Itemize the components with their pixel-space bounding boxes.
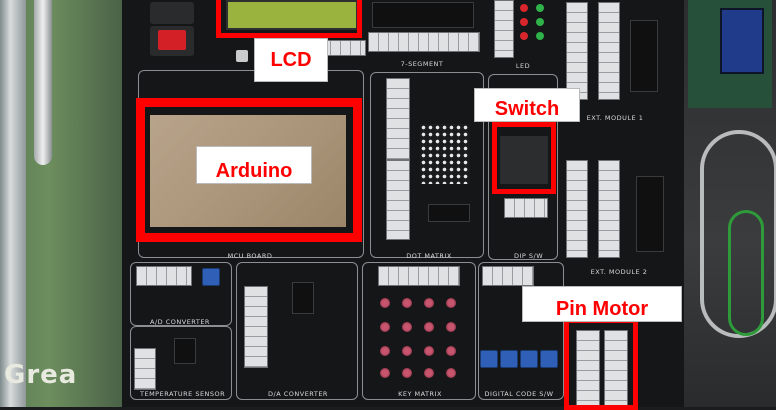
- digital-code-switch-4: [540, 350, 558, 368]
- dot-matrix-ic: [428, 204, 470, 222]
- pin-motor-highlight-box: [564, 318, 638, 410]
- switch-highlight-box: [492, 122, 556, 194]
- power-socket: [150, 2, 194, 24]
- key-matrix-panel: [362, 262, 476, 400]
- led-label: LED: [515, 62, 531, 70]
- arduino-highlight-box: [136, 98, 362, 242]
- key-button: [424, 346, 434, 356]
- digital-code-switch-3: [520, 350, 538, 368]
- ad-converter-label: A/D CONVERTER: [150, 318, 210, 326]
- dot-matrix-panel: [370, 72, 484, 258]
- ext-module-2-connector: [636, 176, 664, 252]
- key-button: [402, 368, 412, 378]
- key-matrix-terminal: [378, 266, 460, 286]
- dip-switch-block: [500, 136, 548, 184]
- digital-code-switch-terminal: [482, 266, 534, 286]
- key-button: [446, 298, 456, 308]
- da-converter-panel: [236, 262, 358, 400]
- ext-module-2-terminal-b: [598, 160, 620, 258]
- temperature-sensor-terminal: [134, 348, 156, 390]
- pin-motor-label: Pin Motor: [522, 286, 682, 322]
- led-green-3: [536, 32, 544, 40]
- case-edge: [0, 0, 26, 407]
- external-lcd-screen: [720, 8, 764, 74]
- key-button: [380, 368, 390, 378]
- case-handle: [34, 0, 52, 165]
- mcu-board-label: MCU BOARD: [227, 252, 273, 260]
- key-button: [446, 322, 456, 332]
- led-red-3: [520, 32, 528, 40]
- cable-bundle: [700, 130, 776, 338]
- switch-label: Switch: [474, 88, 580, 122]
- da-converter-ic: [292, 282, 314, 314]
- led-green-2: [536, 18, 544, 26]
- power-switch: [158, 30, 186, 50]
- dot-matrix-terminal-top: [386, 78, 410, 160]
- ad-converter-terminal: [136, 266, 192, 286]
- key-button: [446, 346, 456, 356]
- temperature-sensor-panel: [130, 326, 232, 400]
- key-button: [402, 298, 412, 308]
- key-matrix-label: KEY MATRIX: [398, 390, 442, 398]
- key-button: [402, 322, 412, 332]
- led-red-2: [520, 18, 528, 26]
- led-terminal: [494, 0, 514, 58]
- key-button: [380, 298, 390, 308]
- reset-button: [236, 50, 248, 62]
- lcd-screen: [226, 0, 358, 30]
- led-red-1: [520, 4, 528, 12]
- digital-code-switch-panel: [478, 262, 564, 400]
- ad-converter-panel: [130, 262, 232, 326]
- green-cable: [728, 210, 764, 336]
- seven-segment-label: 7-SEGMENT: [400, 60, 444, 68]
- dip-switch-label: DIP S/W: [514, 252, 544, 260]
- dip-switch-panel: [488, 74, 558, 260]
- floor-text: Grea: [4, 360, 78, 390]
- lcd-highlight-box: [216, 0, 362, 38]
- ext-module-1-terminal-b: [598, 2, 620, 100]
- led-green-1: [536, 4, 544, 12]
- motor-pin-terminal-b: [604, 330, 628, 408]
- key-button: [380, 322, 390, 332]
- digital-code-switch-2: [500, 350, 518, 368]
- dot-matrix-display: [420, 124, 470, 184]
- temperature-sensor-ic: [174, 338, 196, 364]
- arduino-label: Arduino: [196, 146, 312, 184]
- da-converter-label: D/A CONVERTER: [268, 390, 328, 398]
- dot-matrix-label: DOT MATRIX: [406, 252, 452, 260]
- key-button: [424, 322, 434, 332]
- key-button: [380, 346, 390, 356]
- lcd-label: LCD: [254, 38, 328, 82]
- seven-segment-terminal: [368, 32, 480, 52]
- ext-module-2-terminal-a: [566, 160, 588, 258]
- seven-segment-display: [372, 2, 474, 28]
- motor-pin-terminal-a: [576, 330, 600, 408]
- key-button: [402, 346, 412, 356]
- temperature-sensor-label: TEMPERATURE SENSOR: [140, 390, 226, 398]
- key-button: [424, 298, 434, 308]
- digital-code-switch-label: DIGITAL CODE S/W: [484, 390, 554, 398]
- ext-module-1-label: EXT. MODULE 1: [586, 114, 644, 122]
- ext-module-1-terminal-a: [566, 2, 588, 100]
- ad-converter-potentiometer: [202, 268, 220, 286]
- key-button: [446, 368, 456, 378]
- dot-matrix-terminal-bottom: [386, 160, 410, 240]
- digital-code-switch-1: [480, 350, 498, 368]
- ext-module-2-label: EXT. MODULE 2: [590, 268, 648, 276]
- da-converter-terminal: [244, 286, 268, 368]
- key-button: [424, 368, 434, 378]
- ext-module-1-connector: [630, 20, 658, 92]
- dip-switch-terminal: [504, 198, 548, 218]
